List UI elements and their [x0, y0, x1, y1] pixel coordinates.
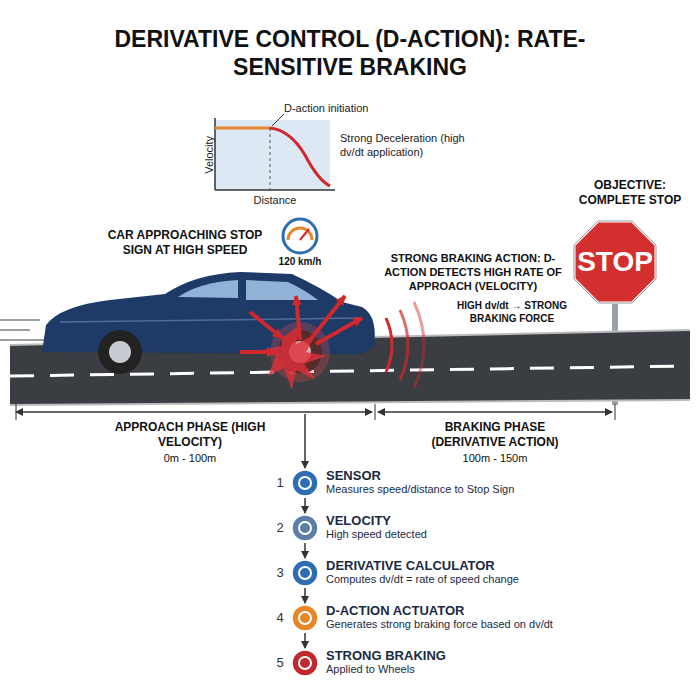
step-glyph [299, 477, 311, 489]
process-step: D-ACTION ACTUATORGenerates strong brakin… [290, 603, 680, 633]
label: Velocity [203, 125, 217, 185]
process-step: SENSORMeasures speed/distance to Stop Si… [290, 468, 680, 498]
flow-arrow [304, 543, 306, 558]
label: HIGH dv/dt → STRONG BRAKING FORCE [452, 300, 572, 325]
label: Distance [240, 194, 310, 208]
step-icon [292, 515, 318, 541]
process-step: STRONG BRAKINGApplied to Wheels [290, 648, 680, 678]
process-step: DERIVATIVE CALCULATORComputes dv/dt = ra… [290, 558, 680, 588]
step-heading: VELOCITY [326, 513, 680, 528]
step-glyph [299, 612, 311, 624]
label: BRAKING PHASE (DERIVATIVE ACTION) [410, 420, 580, 450]
step-heading: D-ACTION ACTUATOR [326, 603, 680, 618]
step-body: Measures speed/distance to Stop Sign [326, 483, 680, 495]
callout-number: 5 [272, 655, 288, 671]
step-glyph [299, 522, 311, 534]
step-heading: SENSOR [326, 468, 680, 483]
step-icon [292, 605, 318, 631]
label: STRONG BRAKING ACTION: D-ACTION DETECTS … [378, 252, 568, 293]
step-icon [292, 470, 318, 496]
callout-number: 3 [272, 565, 288, 581]
step-body: Computes dv/dt = rate of speed change [326, 573, 680, 585]
step-body: High speed detected [326, 528, 680, 540]
label: D-action initiation [284, 102, 404, 116]
callout-number: 1 [272, 475, 288, 491]
velocity-chart [215, 114, 335, 190]
step-icon [292, 560, 318, 586]
label: APPROACH PHASE (HIGH VELOCITY) [110, 420, 270, 450]
step-glyph [299, 657, 311, 669]
label: OBJECTIVE: COMPLETE STOP [570, 178, 690, 208]
label: CAR APPROACHING STOP SIGN AT HIGH SPEED [95, 228, 275, 258]
step-body: Applied to Wheels [326, 663, 680, 675]
label: Strong Deceleration (high dv/dt applicat… [340, 132, 480, 160]
flow-arrow [304, 588, 306, 603]
process-step: VELOCITYHigh speed detected [290, 513, 680, 543]
callout-number: 4 [272, 610, 288, 626]
title: DERIVATIVE CONTROL (D-ACTION): RATE-SENS… [90, 26, 610, 81]
step-glyph [299, 567, 311, 579]
label: 0m - 100m [140, 452, 240, 466]
step-icons [292, 470, 318, 676]
flow-arrow [304, 498, 306, 513]
braking-arrows [240, 296, 424, 390]
flow-arrow [304, 633, 306, 648]
stop-sign: STOP [573, 220, 657, 304]
sign-text: STOP [577, 246, 653, 278]
label: 100m - 150m [445, 452, 545, 466]
callout-number: 2 [272, 520, 288, 536]
step-heading: DERIVATIVE CALCULATOR [326, 558, 680, 573]
label: 120 km/h [272, 256, 328, 269]
step-heading: STRONG BRAKING [326, 648, 680, 663]
speedometer [283, 219, 317, 253]
step-icon [292, 650, 318, 676]
step-body: Generates strong braking force based on … [326, 618, 680, 630]
dimension-lines [16, 404, 615, 468]
